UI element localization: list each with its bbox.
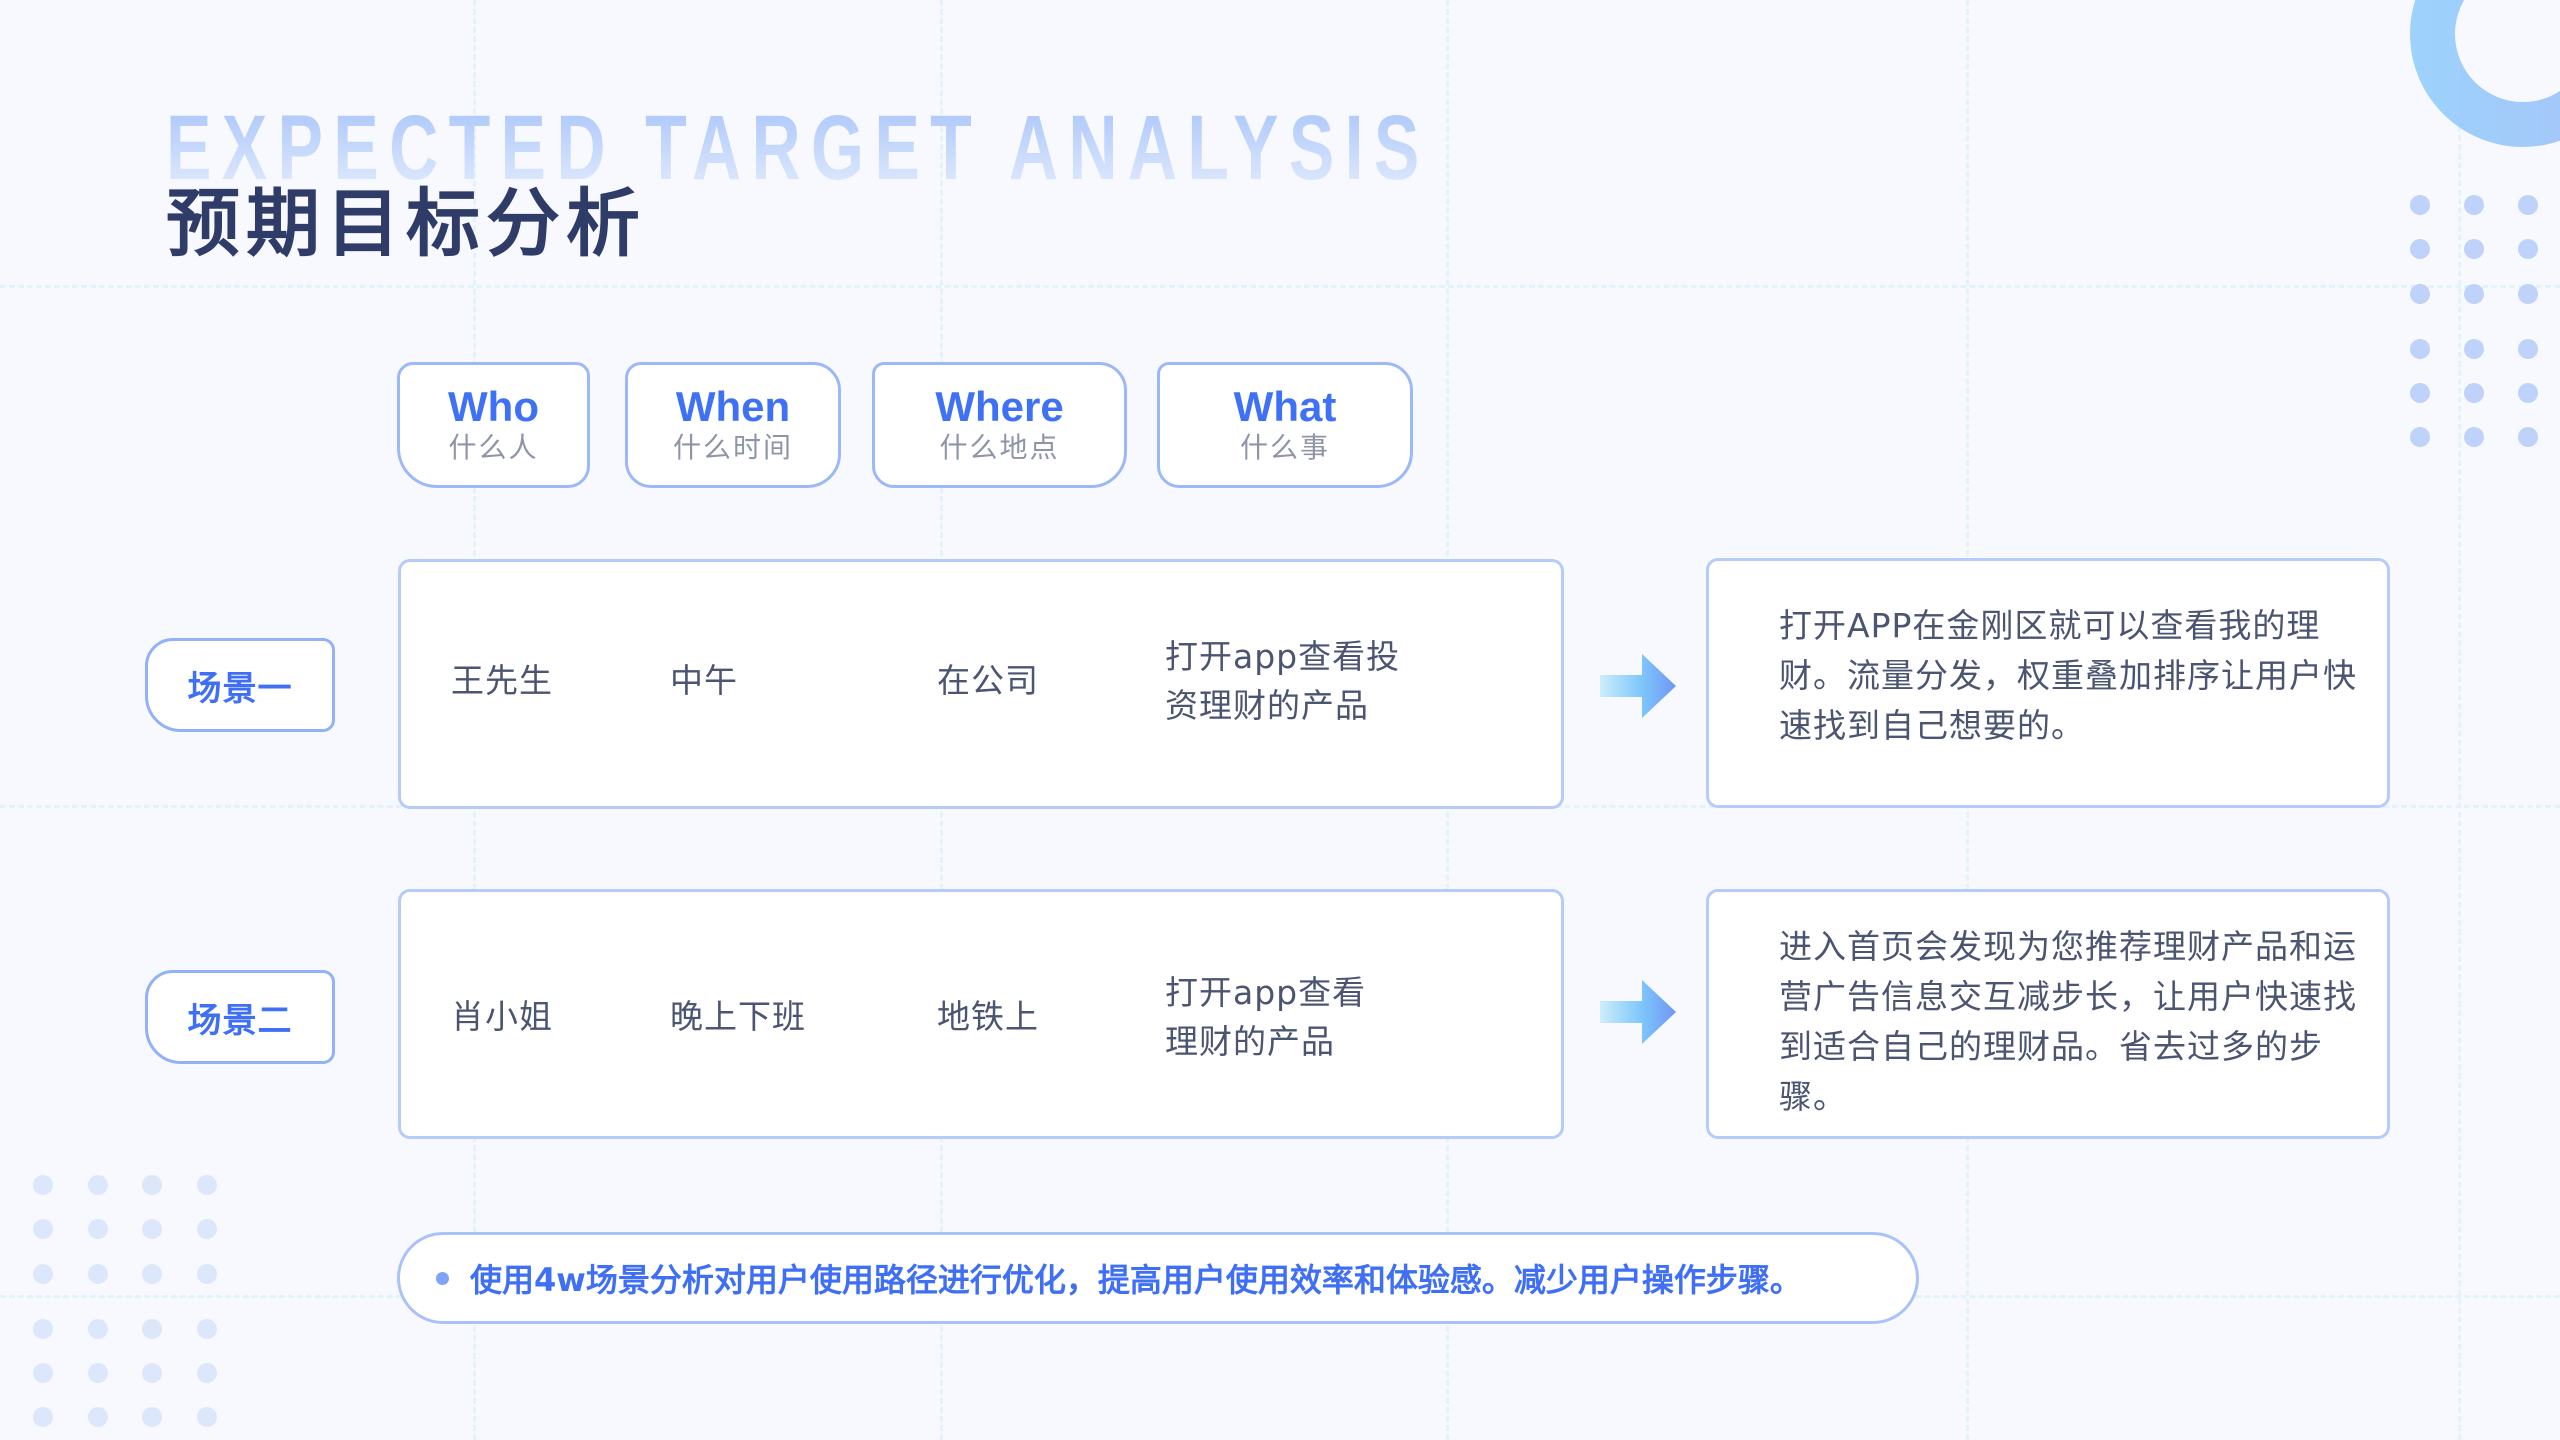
bullet-dot-icon: [436, 1271, 449, 1285]
dot-icon: [142, 1219, 162, 1239]
decorative-ring-icon: [2410, 0, 2560, 147]
dot-icon: [88, 1219, 108, 1239]
page-title-english: EXPECTED TARGET ANALYSIS: [166, 97, 1430, 199]
dot-icon: [197, 1175, 217, 1195]
scenario-row: 肖小姐 晚上下班 地铁上 打开app查看 理财的产品: [398, 889, 1564, 1139]
page-title: 预期目标分析: [166, 181, 646, 267]
dimension-label-cn: 什么事: [1239, 431, 1330, 464]
arrow-right-icon: [1600, 654, 1676, 718]
dot-icon: [197, 1363, 217, 1383]
summary-banner: 使用4w场景分析对用户使用路径进行优化，提高用户使用效率和体验感。减少用户操作步…: [397, 1232, 1919, 1324]
dot-icon: [2518, 284, 2538, 304]
dot-icon: [2518, 427, 2538, 447]
dot-icon: [197, 1264, 217, 1284]
dot-icon: [33, 1175, 53, 1195]
dot-icon: [2410, 284, 2430, 304]
dot-icon: [2410, 239, 2430, 259]
grid-line-vertical: [2458, 0, 2461, 1440]
dimension-what: What 什么事: [1157, 362, 1413, 488]
summary-text: 使用4w场景分析对用户使用路径进行优化，提高用户使用效率和体验感。减少用户操作步…: [470, 1261, 1802, 1299]
dot-icon: [2464, 383, 2484, 403]
dimension-label-en: Who: [448, 383, 539, 430]
dot-icon: [2464, 427, 2484, 447]
dot-icon: [2410, 195, 2430, 215]
dot-icon: [142, 1407, 162, 1427]
cell-who: 肖小姐: [451, 997, 553, 1036]
cell-what-line2: 资理财的产品: [1165, 686, 1369, 725]
dot-icon: [88, 1363, 108, 1383]
dot-icon: [197, 1219, 217, 1239]
dot-icon: [2464, 339, 2484, 359]
result-box: 进入首页会发现为您推荐理财产品和运营广告信息交互减步长，让用户快速找到适合自己的…: [1706, 889, 2390, 1139]
dot-icon: [142, 1264, 162, 1284]
dimension-label-en: What: [1233, 383, 1337, 430]
result-box: 打开APP在金刚区就可以查看我的理财。流量分发，权重叠加排序让用户快速找到自己想…: [1706, 558, 2390, 808]
cell-when: 中午: [670, 661, 738, 700]
dot-icon: [2464, 239, 2484, 259]
cell-who: 王先生: [451, 661, 553, 700]
dot-icon: [88, 1319, 108, 1339]
dot-icon: [2410, 383, 2430, 403]
dot-icon: [33, 1363, 53, 1383]
dot-icon: [2464, 195, 2484, 215]
dot-icon: [142, 1175, 162, 1195]
dimension-label-en: Where: [935, 383, 1064, 430]
dot-icon: [197, 1319, 217, 1339]
cell-what-line2: 理财的产品: [1165, 1022, 1335, 1061]
dot-icon: [142, 1363, 162, 1383]
dimension-label-cn: 什么人: [448, 431, 539, 464]
cell-what-line1: 打开app查看: [1165, 973, 1367, 1012]
dot-icon: [2518, 239, 2538, 259]
dot-icon: [2410, 427, 2430, 447]
dot-icon: [33, 1264, 53, 1284]
dot-icon: [88, 1175, 108, 1195]
dimension-when: When 什么时间: [625, 362, 841, 488]
dot-icon: [2464, 284, 2484, 304]
dot-icon: [33, 1407, 53, 1427]
dimension-label-cn: 什么时间: [672, 431, 793, 464]
arrow-right-icon: [1600, 980, 1676, 1044]
dot-icon: [2518, 383, 2538, 403]
result-text: 进入首页会发现为您推荐理财产品和运营广告信息交互减步长，让用户快速找到适合自己的…: [1779, 927, 2357, 1116]
scenario-label: 场景一: [145, 638, 335, 732]
dimension-label-en: When: [675, 383, 791, 430]
dot-icon: [33, 1319, 53, 1339]
dot-icon: [142, 1319, 162, 1339]
scenario-row: 王先生 中午 在公司 打开app查看投 资理财的产品: [398, 559, 1564, 809]
cell-where: 地铁上: [937, 997, 1039, 1036]
cell-what-line1: 打开app查看投: [1165, 637, 1401, 676]
dot-icon: [2410, 339, 2430, 359]
dot-icon: [2518, 195, 2538, 215]
dot-icon: [33, 1219, 53, 1239]
cell-when: 晚上下班: [670, 997, 806, 1036]
result-text: 打开APP在金刚区就可以查看我的理财。流量分发，权重叠加排序让用户快速找到自己想…: [1779, 606, 2357, 745]
dot-icon: [88, 1407, 108, 1427]
grid-line-horizontal: [0, 285, 2560, 288]
dimension-where: Where 什么地点: [872, 362, 1127, 488]
dot-icon: [2518, 339, 2538, 359]
scenario-label: 场景二: [145, 970, 335, 1064]
dot-icon: [88, 1264, 108, 1284]
dimension-label-cn: 什么地点: [939, 431, 1060, 464]
dot-icon: [197, 1407, 217, 1427]
cell-where: 在公司: [937, 661, 1039, 700]
dimension-who: Who 什么人: [397, 362, 590, 488]
